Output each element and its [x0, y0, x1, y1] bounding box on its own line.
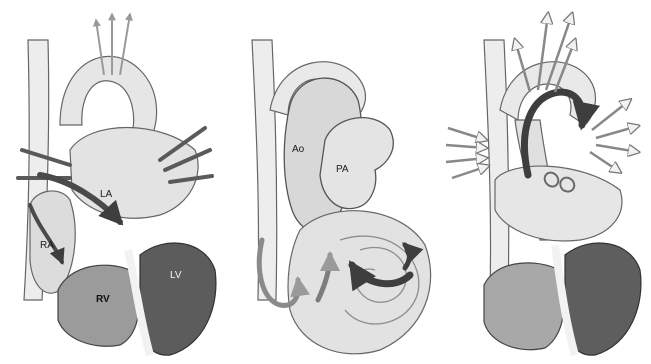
panel-3-right-ventricle: [484, 263, 564, 350]
panel-1-right-ventricle: [58, 265, 139, 346]
panel-3-left-ventricle: [565, 243, 641, 355]
panel-1-heart-chambers: LA RA RV LV: [18, 14, 216, 355]
panel-1-left-ventricle: [140, 243, 216, 355]
panel-3-outflow: [446, 14, 641, 355]
panel-1-label-rv: RV: [96, 294, 110, 305]
panel-2-label-pa: PA: [336, 164, 349, 175]
panel-2-label-ao: Ao: [292, 144, 305, 155]
panel-3-left-inflow-arrows: [446, 128, 488, 178]
panel-3-right-pulmonary-arrows: [590, 100, 638, 172]
panel-1-label-lv: LV: [170, 270, 182, 281]
panel-1-left-atrium: [70, 128, 198, 219]
panel-1-label-ra: RA: [40, 240, 54, 251]
panel-2-ventricle: [288, 211, 431, 354]
panel-3-svc: [484, 40, 509, 300]
panel-2-svc: [252, 40, 277, 300]
panel-1-aortic-arch: [60, 56, 157, 140]
panel-2-great-arteries: Ao PA: [252, 40, 431, 354]
panel-1-label-la: LA: [100, 189, 113, 200]
panel-2-pulmonary-artery: [320, 118, 393, 209]
